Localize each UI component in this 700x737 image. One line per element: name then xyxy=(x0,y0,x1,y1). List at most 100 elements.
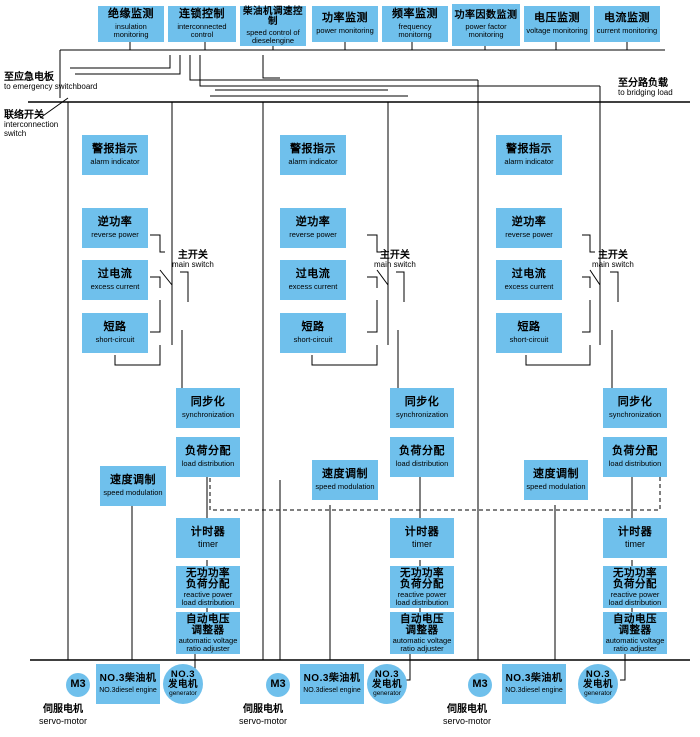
load-zh-1: 负荷分配 xyxy=(185,445,231,458)
insulation-monitoring-box: 绝缘监测 insulation monitoring xyxy=(98,6,164,42)
interconnect-en: interconnection switch xyxy=(4,120,59,138)
reactive-zh2-2: 负荷分配 xyxy=(400,577,444,590)
servo-zh-1: 伺服电机 xyxy=(43,704,83,715)
short-zh-1: 短路 xyxy=(103,321,127,334)
main-switch-label-3: 主开关 main switch xyxy=(592,250,634,270)
avr-en1-2: automatic voltage xyxy=(392,635,452,645)
short-circuit-box-2: 短路 short-circuit xyxy=(280,313,346,353)
servo-en-1: servo-motor xyxy=(38,715,87,726)
sync-zh-3: 同步化 xyxy=(617,396,653,409)
reactive-zh2-1: 负荷分配 xyxy=(186,577,230,590)
reverse-power-box-2: 逆功率 reverse power xyxy=(280,208,346,248)
engine-zh-1: NO.3柴油机 xyxy=(99,673,157,685)
excess-en-1: excess current xyxy=(90,281,140,291)
gen-zh2-1: 发电机 xyxy=(167,679,198,691)
short-en-1: short-circuit xyxy=(95,334,135,344)
voltage-monitoring-en: voltage monitoring xyxy=(526,25,588,35)
timer-en-2: timer xyxy=(412,539,432,550)
avr-en1-3: automatic voltage xyxy=(605,635,665,645)
speed-control-zh: 柴油机调速控制 xyxy=(242,6,303,28)
servo-en-2: servo-motor xyxy=(238,715,287,726)
reactive-en1-1: reactive power xyxy=(183,589,233,599)
avr-zh2-2: 调整器 xyxy=(405,623,439,636)
engine-zh-2: NO.3柴油机 xyxy=(303,673,361,685)
power-factor-monitoring-zh: 功率因数监测 xyxy=(454,9,518,21)
avr-en2-3: ratio adjuster xyxy=(613,643,657,653)
load-en-3: load distribution xyxy=(608,458,662,468)
reverse-en-2: reverse power xyxy=(289,229,337,239)
main-switch-zh-2: 主开关 xyxy=(379,250,410,261)
power-factor-monitoring-box: 功率因数监测 power factor monitoring xyxy=(452,4,520,46)
reactive-en1-2: reactive power xyxy=(397,589,447,599)
timer-box-2: 计时器 timer xyxy=(390,518,454,558)
alarm-indicator-box-2: 警报指示 alarm indicator xyxy=(280,135,346,175)
main-switch-label-2: 主开关 main switch xyxy=(374,250,416,270)
interconnected-control-box: 连锁控制 interconnected control xyxy=(168,6,236,42)
speed-en-2: speed modulation xyxy=(315,481,375,491)
reactive-en2-1: load distribution xyxy=(181,597,235,607)
reactive-zh2-3: 负荷分配 xyxy=(613,577,657,590)
speed-en-3: speed modulation xyxy=(526,481,586,491)
power-monitoring-zh: 功率监测 xyxy=(322,12,368,25)
interconnection-switch-label: 联络开关 interconnection switch xyxy=(4,110,74,139)
diesel-engine-box-1: NO.3柴油机 NO.3diesel engine xyxy=(96,664,160,704)
servo-zh-3: 伺服电机 xyxy=(447,704,487,715)
diesel-engine-box-2: NO.3柴油机 NO.3diesel engine xyxy=(300,664,364,704)
avr-box-2: 自动电压 调整器 automatic voltage ratio adjuste… xyxy=(390,612,454,654)
avr-zh1-3: 自动电压 xyxy=(613,612,657,625)
reactive-zh1-3: 无功功率 xyxy=(613,566,657,579)
gen-zh2-2: 发电机 xyxy=(371,679,402,691)
short-zh-2: 短路 xyxy=(301,321,325,334)
sync-en-2: synchronization xyxy=(395,409,449,419)
avr-en1-1: automatic voltage xyxy=(178,635,238,645)
timer-en-3: timer xyxy=(625,539,645,550)
alarm-zh-3: 警报指示 xyxy=(506,143,552,156)
voltage-monitoring-zh: 电压监测 xyxy=(534,12,580,25)
reverse-power-box-3: 逆功率 reverse power xyxy=(496,208,562,248)
frequency-monitoring-zh: 频率监测 xyxy=(392,8,438,21)
emergency-zh: 至应急电板 xyxy=(4,72,54,83)
servo-motor-label-1: 伺服电机 servo-motor xyxy=(28,704,98,726)
alarm-zh-2: 警报指示 xyxy=(290,143,336,156)
speed-control-box: 柴油机调速控制 speed control of dieselengine xyxy=(240,6,306,46)
excess-zh-1: 过电流 xyxy=(97,268,133,281)
frequency-monitoring-box: 频率监测 frequency monitorng xyxy=(382,6,448,42)
excess-en-2: excess current xyxy=(288,281,338,291)
emergency-en: to emergency switchboard xyxy=(4,82,98,91)
speed-control-en: speed control of dieselengine xyxy=(246,28,300,45)
avr-zh1-1: 自动电压 xyxy=(186,612,230,625)
m3-label-1: M3 xyxy=(70,678,86,691)
synchronization-box-2: 同步化 synchronization xyxy=(390,388,454,428)
reverse-power-box-1: 逆功率 reverse power xyxy=(82,208,148,248)
gen-en-3: generator xyxy=(584,690,612,698)
engine-en-3: NO.3diesel engine xyxy=(505,686,563,694)
reactive-power-box-3: 无功功率 负荷分配 reactive power load distributi… xyxy=(603,566,667,608)
engine-en-2: NO.3diesel engine xyxy=(303,686,361,694)
current-monitoring-zh: 电流监测 xyxy=(604,12,650,25)
alarm-en-1: alarm indicator xyxy=(90,156,140,166)
reactive-zh1-1: 无功功率 xyxy=(186,566,230,579)
sync-en-1: synchronization xyxy=(181,409,235,419)
main-switch-en-2: main switch xyxy=(374,260,416,269)
excess-current-box-3: 过电流 excess current xyxy=(496,260,562,300)
main-switch-zh-1: 主开关 xyxy=(177,250,208,261)
timer-box-3: 计时器 timer xyxy=(603,518,667,558)
excess-current-box-1: 过电流 excess current xyxy=(82,260,148,300)
reverse-en-1: reverse power xyxy=(91,229,139,239)
avr-zh2-1: 调整器 xyxy=(191,623,225,636)
gen-zh1-1: NO.3 xyxy=(170,669,196,681)
load-en-2: load distribution xyxy=(395,458,449,468)
current-monitoring-en: current monitoring xyxy=(596,25,658,35)
servo-zh-2: 伺服电机 xyxy=(243,704,283,715)
engine-en-1: NO.3diesel engine xyxy=(99,686,157,694)
engine-zh-3: NO.3柴油机 xyxy=(505,673,563,685)
load-distribution-box-1: 负荷分配 load distribution xyxy=(176,437,240,477)
m3-label-2: M3 xyxy=(270,678,286,691)
speed-zh-1: 速度调制 xyxy=(110,474,156,487)
speed-modulation-box-2: 速度调制 speed modulation xyxy=(312,460,378,500)
reactive-power-box-2: 无功功率 负荷分配 reactive power load distributi… xyxy=(390,566,454,608)
speed-zh-3: 速度调制 xyxy=(533,468,579,481)
timer-box-1: 计时器 timer xyxy=(176,518,240,558)
bridging-zh: 至分路负载 xyxy=(618,78,668,89)
alarm-indicator-box-1: 警报指示 alarm indicator xyxy=(82,135,148,175)
